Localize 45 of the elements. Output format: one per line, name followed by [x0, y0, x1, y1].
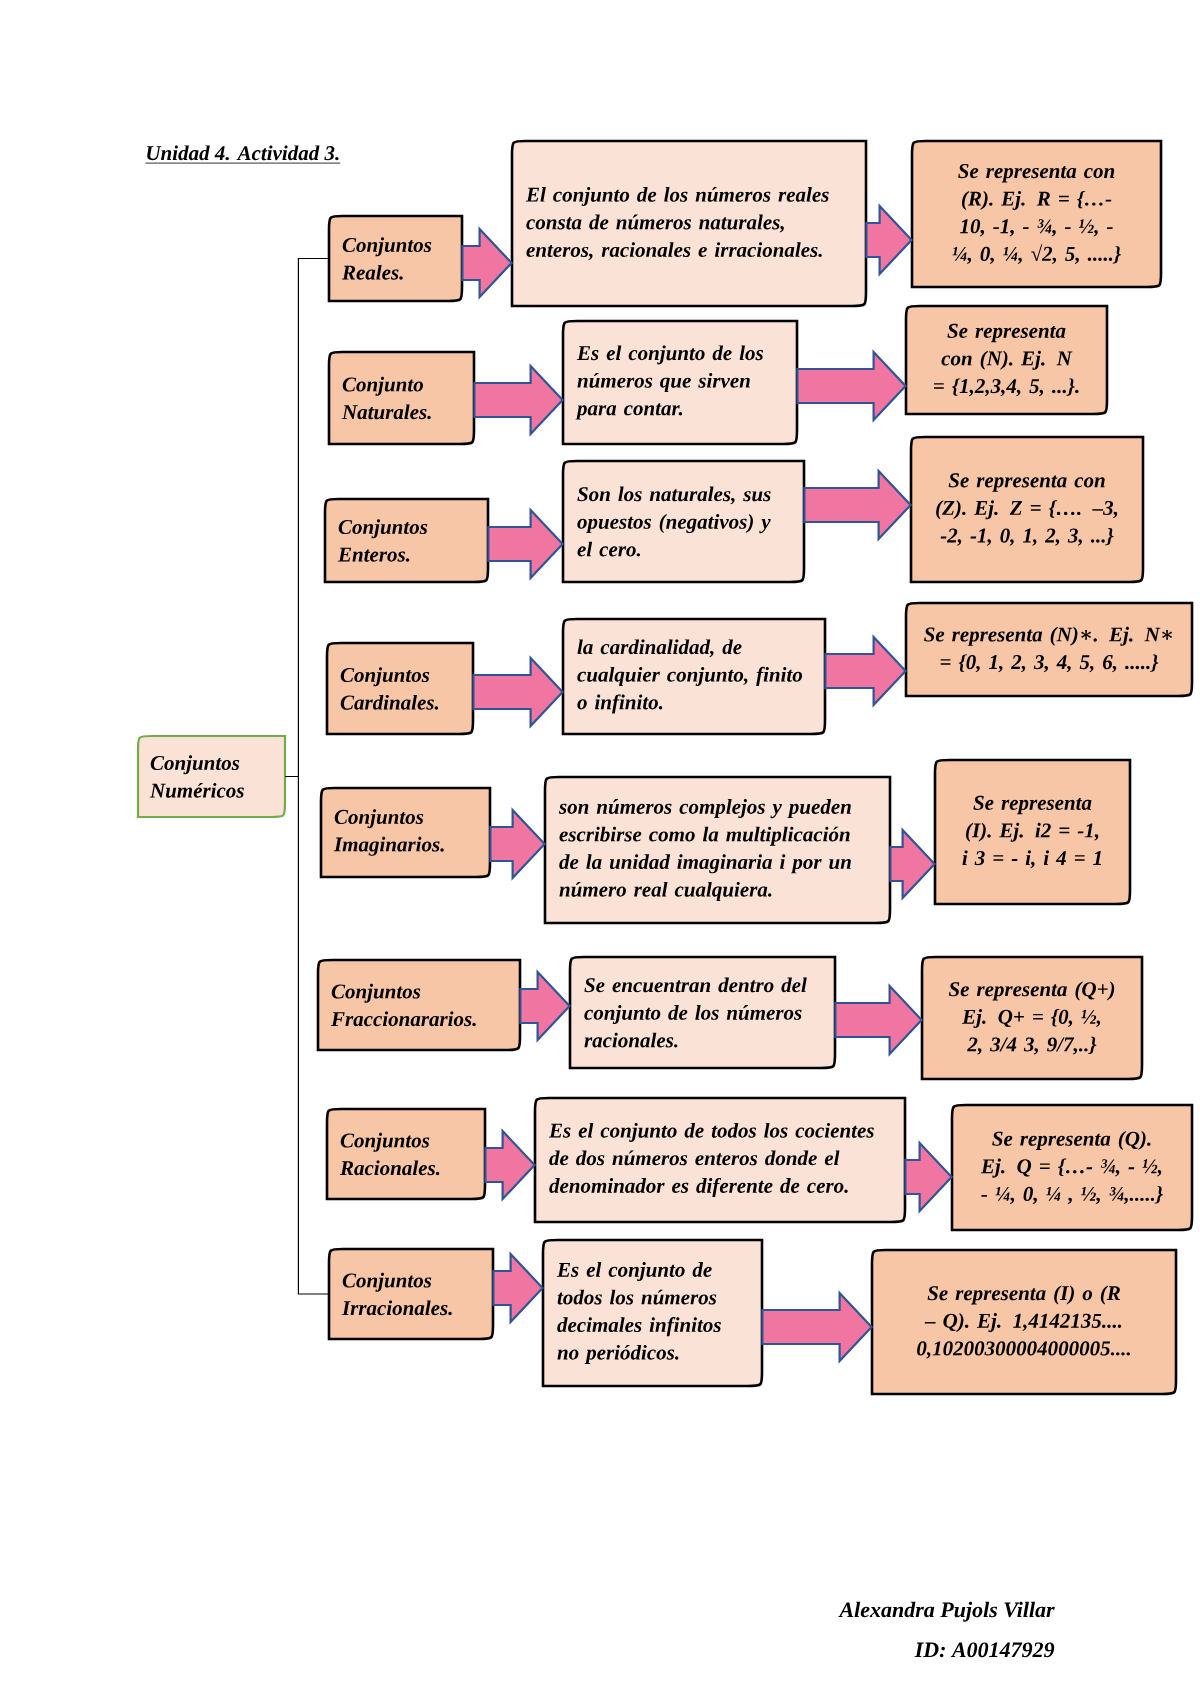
- definition-box: Se encuentran dentro del conjunto de los números racionales.: [568, 955, 837, 1070]
- category-box: Conjuntos Racionales.: [325, 1107, 487, 1201]
- block-arrow: [904, 1140, 954, 1214]
- notation-box: Se representa con (N). Ej. N = {1,2,3,4, 5, ...}.: [904, 304, 1109, 416]
- author-name: Alexandra Pujols Villar: [838, 1601, 1055, 1622]
- notation-box: Se representa (Q). Ej. Q = {…- ¾, - ½, - ¼, 0, ¼ , ½, ¾,.....}: [950, 1103, 1194, 1232]
- connector-line: [284, 775, 330, 1295]
- block-arrow: [472, 655, 565, 729]
- category-box: Conjuntos Fraccionararios.: [316, 958, 522, 1052]
- notation-box: Se representa con (R). Ej. R = {…- 10, -1, - ¾, - ½, - ¼, 0, ¼, √2, 5, .....}: [910, 139, 1163, 289]
- block-arrow: [461, 226, 514, 300]
- notation-box: Se representa (N)∗. Ej. N∗ = {0, 1, 2, 3, 4, 5, 6, .....}: [904, 601, 1194, 698]
- category-box: Conjuntos Enteros.: [323, 497, 490, 584]
- block-arrow: [865, 203, 914, 277]
- block-arrow: [796, 349, 908, 423]
- definition-box: Son los naturales, sus opuestos (negativos) y el cero.: [561, 459, 806, 584]
- category-box: Conjuntos Irracionales.: [327, 1247, 495, 1341]
- definition-box: son números complejos y pueden escribirse como la multiplicación de la unidad imaginaria i por un número real cualquiera.: [543, 775, 892, 925]
- definition-box: la cardinalidad, de cualquier conjunto, finito o infinito.: [561, 617, 827, 736]
- category-box: Conjuntos Reales.: [327, 214, 464, 303]
- block-arrow: [834, 983, 924, 1057]
- definition-box: El conjunto de los números reales consta de números naturales, enteros, racionales e irracionales.: [510, 139, 868, 308]
- student-id: ID: A00147929: [914, 1642, 1055, 1658]
- definition-box: Es el conjunto de todos los números decimales infinitos no periódicos.: [541, 1238, 764, 1388]
- block-arrow: [824, 634, 908, 708]
- heading: Unidad 4. Actividad 3.: [145, 145, 341, 164]
- category-box: Conjuntos Imaginarios.: [319, 786, 492, 879]
- notation-box: Se representa (I). Ej. i2 = -1, i 3 = - i, i 4 = 1: [933, 758, 1132, 906]
- notation-box: Se representa (I) o (R – Q). Ej. 1,4142135.... 0,10200300004000005....: [870, 1248, 1178, 1396]
- concept-box: Conjuntos Numéricos: [136, 734, 287, 819]
- block-arrow: [473, 363, 565, 437]
- category-box: Conjunto Naturales.: [327, 350, 476, 446]
- block-arrow: [761, 1290, 874, 1364]
- block-arrow: [519, 969, 572, 1043]
- block-arrow: [484, 1128, 537, 1202]
- block-arrow: [803, 468, 913, 542]
- block-arrow: [489, 807, 547, 881]
- notation-box: Se representa con (Z). Ej. Z = {…. –3, -2, -1, 0, 1, 2, 3, ...}: [909, 435, 1145, 584]
- block-arrow: [889, 827, 937, 901]
- definition-box: Es el conjunto de los números que sirven para contar.: [561, 319, 799, 446]
- definition-box: Es el conjunto de todos los cocientes de dos números enteros donde el denominador es diferente de cero.: [533, 1096, 907, 1224]
- block-arrow: [492, 1251, 545, 1325]
- block-arrow: [487, 507, 565, 581]
- category-box: Conjuntos Cardinales.: [325, 641, 475, 736]
- notation-box: Se representa (Q+) Ej. Q+ = {0, ½, 2, 3/4 3, 9/7,..}: [920, 955, 1144, 1081]
